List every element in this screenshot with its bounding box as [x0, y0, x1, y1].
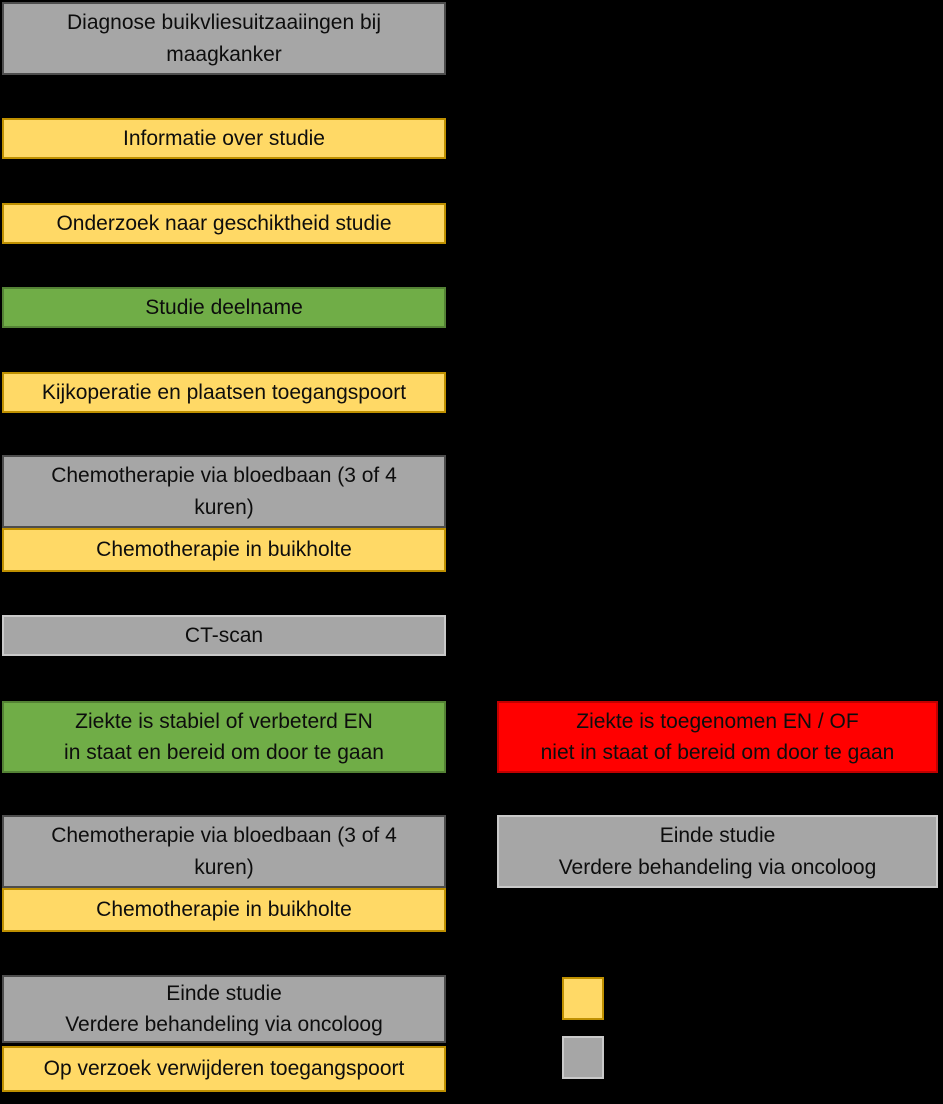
legend-yellow-swatch: [562, 977, 604, 1020]
flow-box-chemo-bloedbaan-2: Chemotherapie via bloedbaan (3 of 4 kure…: [2, 815, 446, 888]
flow-box-diagnose: Diagnose buikvliesuitzaaiingen bij maagk…: [2, 2, 446, 75]
flow-box-ziekte-stabiel: Ziekte is stabiel of verbeterd EN in sta…: [2, 701, 446, 773]
flow-box-einde-studie-rechts: Einde studie Verdere behandeling via onc…: [497, 815, 938, 888]
flow-box-einde-studie-links: Einde studie Verdere behandeling via onc…: [2, 975, 446, 1043]
flow-box-chemo-bloedbaan-1: Chemotherapie via bloedbaan (3 of 4 kure…: [2, 455, 446, 528]
flow-box-informatie-over-studie: Informatie over studie: [2, 118, 446, 159]
flow-box-chemo-buikholte-1: Chemotherapie in buikholte: [2, 528, 446, 572]
flow-box-onderzoek-geschiktheid: Onderzoek naar geschiktheid studie: [2, 203, 446, 244]
flow-box-ziekte-toegenomen: Ziekte is toegenomen EN / OF niet in sta…: [497, 701, 938, 773]
flow-box-kijkoperatie-toegangspoort: Kijkoperatie en plaatsen toegangspoort: [2, 372, 446, 413]
flow-box-ct-scan: CT-scan: [2, 615, 446, 656]
legend-gray-swatch: [562, 1036, 604, 1079]
flow-box-chemo-buikholte-2: Chemotherapie in buikholte: [2, 888, 446, 932]
flow-box-studie-deelname: Studie deelname: [2, 287, 446, 328]
flow-box-verwijderen-toegangspoort: Op verzoek verwijderen toegangspoort: [2, 1046, 446, 1092]
